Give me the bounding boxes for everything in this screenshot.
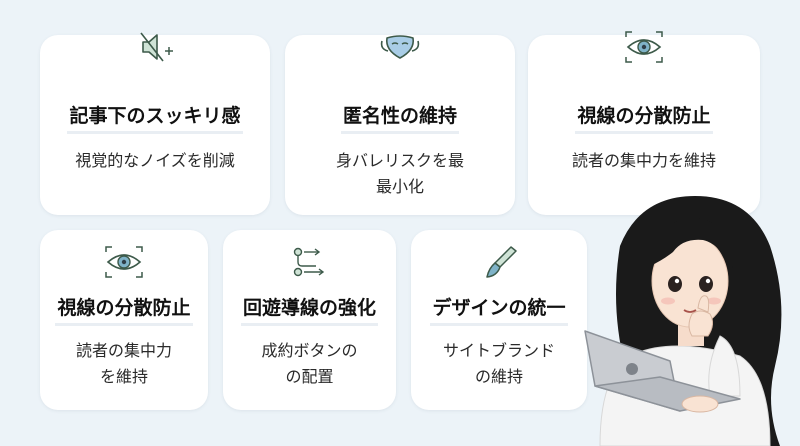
card-description: 読者の集中力 を維持 — [75, 341, 172, 386]
card-anonymity: 匿名性の維持 身バレリスクを最 最小化 — [285, 35, 515, 215]
eye-focus-icon — [105, 246, 143, 278]
face-mask-icon — [380, 35, 420, 59]
card-title: デザインの統一 — [411, 293, 587, 326]
card-description: 成約ボタンの の配置 — [261, 341, 358, 386]
card-navigation-flow: 回遊導線の強化 成約ボタンの の配置 — [223, 230, 396, 410]
card-description: 読者の集中力を維持 — [571, 151, 716, 170]
card-title: 匿名性の維持 — [285, 101, 515, 134]
card-design-unity: デザインの統一 サイトブランド の維持 — [411, 230, 587, 410]
card-title: 視線の分散防止 — [40, 293, 208, 326]
eye-focus-icon — [625, 31, 663, 63]
mute-speaker-icon — [140, 32, 173, 62]
card-gaze-focus: 視線の分散防止 読者の集中力を維持 — [528, 31, 760, 215]
card-gaze-focus-2: 視線の分散防止 読者の集中力 を維持 — [40, 230, 208, 410]
card-clean-look: 記事下のスッキリ感 視覚的なノイズを削減 — [40, 32, 270, 215]
flow-path-icon — [293, 247, 324, 277]
card-title: 記事下のスッキリ感 — [40, 101, 270, 134]
card-title: 視線の分散防止 — [528, 101, 760, 134]
card-description: 視覚的なノイズを削減 — [75, 151, 235, 170]
paintbrush-icon — [486, 246, 517, 278]
card-description: サイトブランド の維持 — [442, 341, 555, 386]
card-description: 身バレリスクを最 最小化 — [335, 151, 464, 196]
woman-with-laptop-illustration — [584, 196, 782, 446]
apple-logo-icon — [626, 363, 638, 375]
card-title: 回遊導線の強化 — [223, 293, 396, 326]
